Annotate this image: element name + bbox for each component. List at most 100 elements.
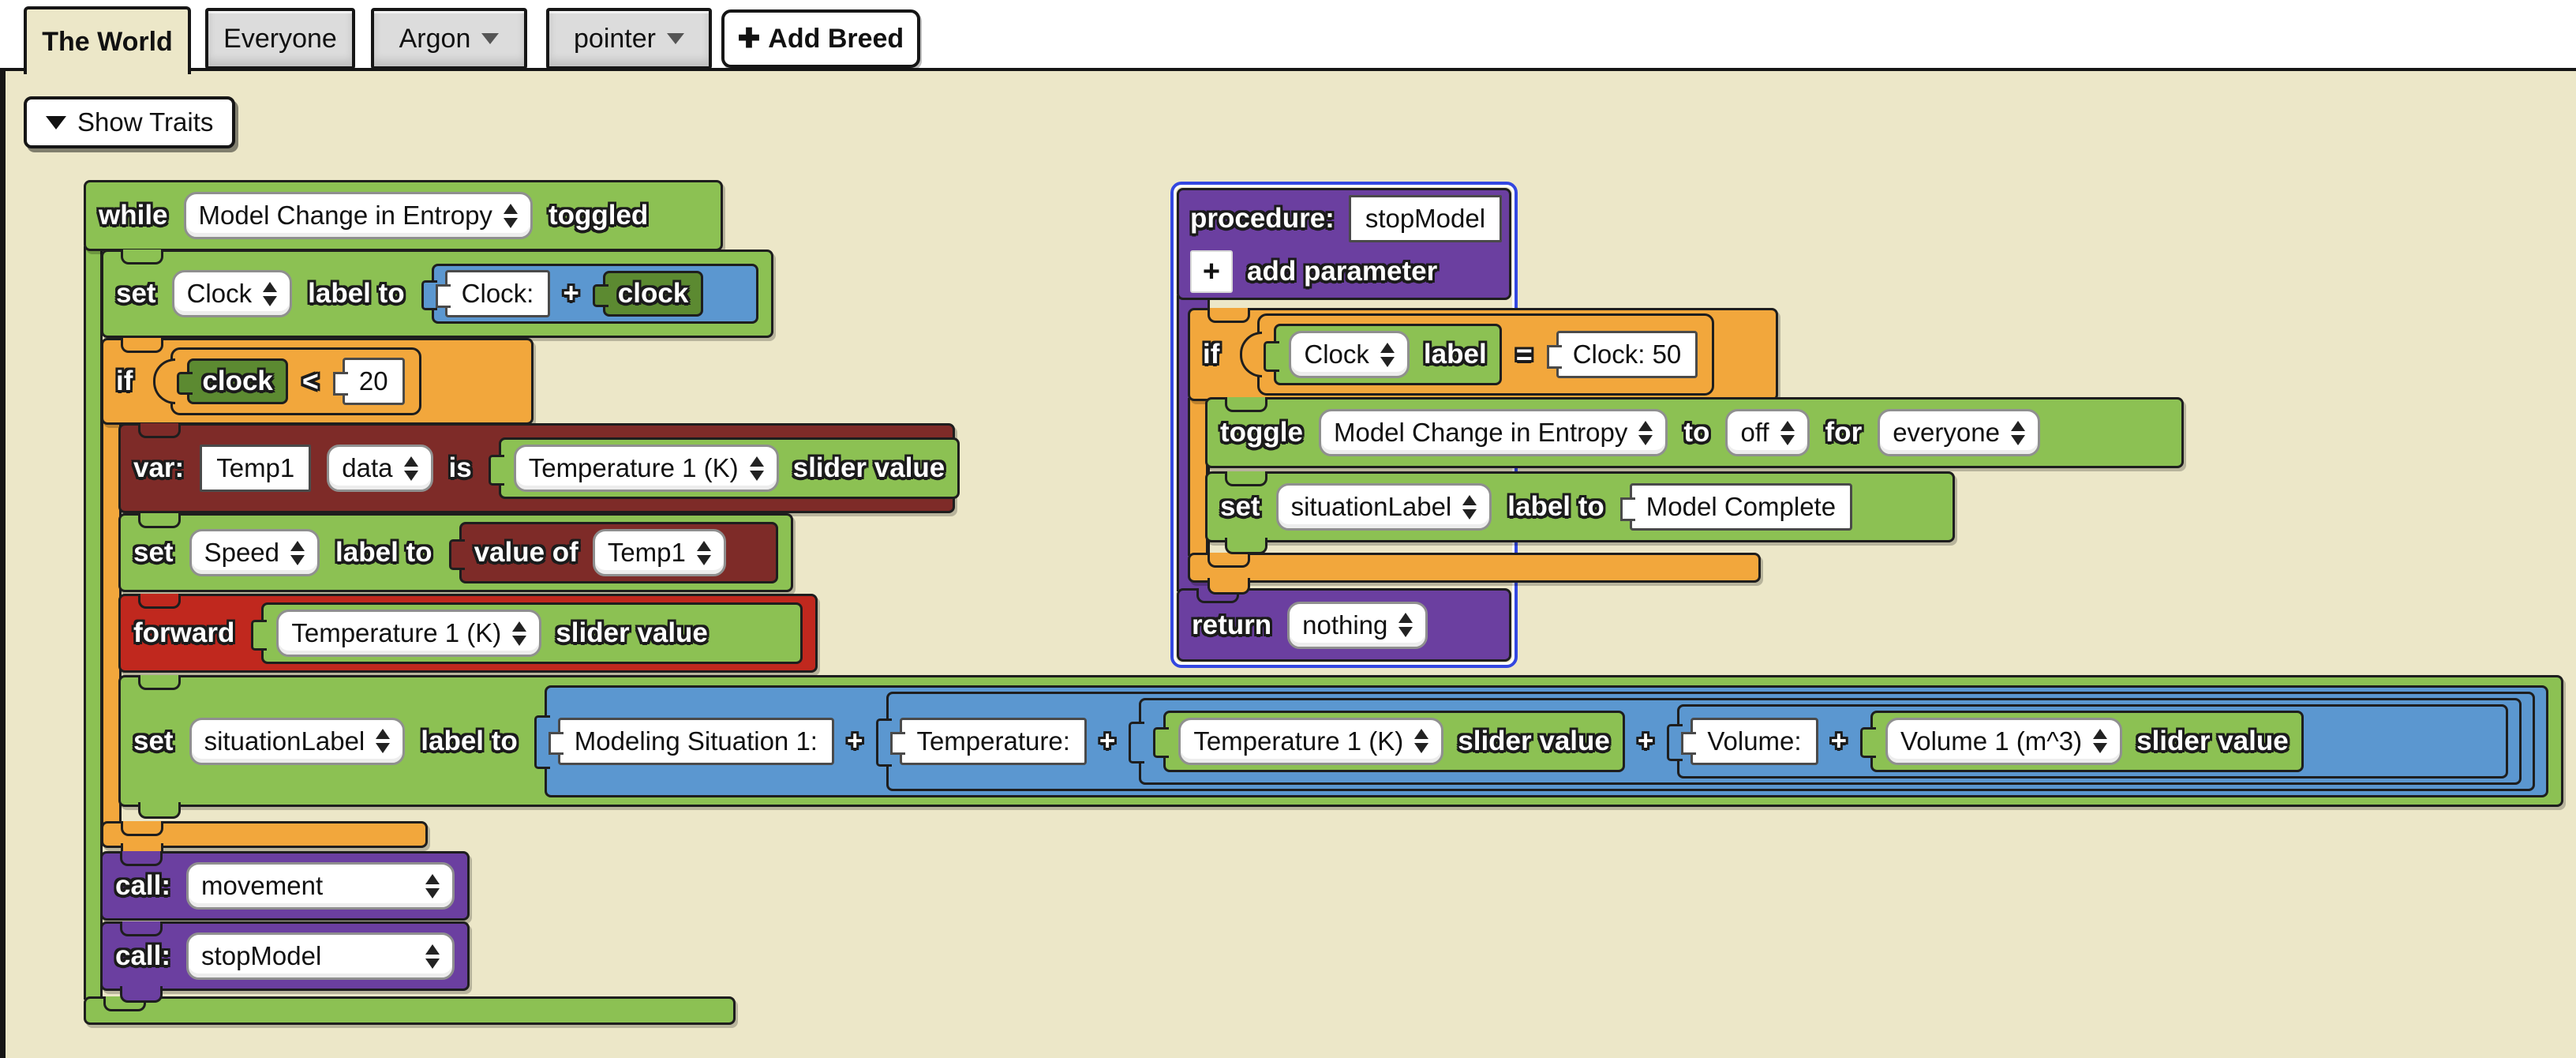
variable-type-value: data xyxy=(342,453,393,482)
label-keyword: label xyxy=(1423,339,1487,370)
call-procedure-value: movement xyxy=(201,871,324,900)
tab-everyone[interactable]: Everyone xyxy=(205,8,355,69)
show-traits-button[interactable]: Show Traits xyxy=(24,96,236,148)
situation-label-value: situationLabel xyxy=(1290,492,1452,521)
toggle-who-value: everyone xyxy=(1893,418,2000,447)
if-condition-socket[interactable]: Clock label = Clock: 50 xyxy=(1257,313,1715,396)
temperature-text-input[interactable]: Temperature: xyxy=(890,717,1087,765)
call-procedure-dropdown[interactable]: movement xyxy=(186,862,455,910)
set-clock-block[interactable]: set Clock label to Clock: + clock xyxy=(101,249,773,338)
join-block-volume[interactable]: Volume: + Volume 1 (m^3) slider value xyxy=(1667,703,2508,778)
situation-label-dropdown[interactable]: situationLabel xyxy=(1275,483,1492,531)
while-block-header[interactable]: while Model Change in Entropy toggled xyxy=(84,180,723,251)
call-procedure-dropdown[interactable]: stopModel xyxy=(186,932,455,980)
updown-arrow-icon xyxy=(290,540,305,565)
chevron-down-icon[interactable] xyxy=(481,33,500,44)
slider-value-block[interactable]: Volume 1 (m^3) slider value xyxy=(1860,710,2304,772)
join-block-outer[interactable]: Modeling Situation 1: + Temperature: + T… xyxy=(534,685,2548,797)
updown-arrow-icon xyxy=(263,281,278,306)
trait-label-block[interactable]: Clock label xyxy=(1264,324,1502,385)
value-of-keyword: value of xyxy=(474,537,578,568)
procedure-name-input[interactable]: stopModel xyxy=(1348,195,1503,242)
toggle-who-dropdown[interactable]: everyone xyxy=(1878,409,2040,456)
slider-dropdown[interactable]: Temperature 1 (K) xyxy=(1178,717,1444,765)
toggle-condition-value: Model Change in Entropy xyxy=(1333,418,1628,447)
situation-label-value: situationLabel xyxy=(204,726,365,756)
variable-name-input[interactable]: Temp1 xyxy=(200,445,312,492)
speed-trait-dropdown[interactable]: Speed xyxy=(189,529,320,576)
join-block[interactable]: Clock: + clock xyxy=(421,264,758,324)
updown-arrow-icon xyxy=(1780,420,1795,445)
set-speed-block[interactable]: set Speed label to value of Temp1 xyxy=(118,513,793,592)
set-model-complete-block[interactable]: set situationLabel label to Model Comple… xyxy=(1205,471,1955,554)
var-temp1-block[interactable]: var: Temp1 data is Temperature 1 (K) sli… xyxy=(118,423,960,513)
if-label-block-footer[interactable] xyxy=(1188,553,1761,595)
set-situation-block[interactable]: set situationLabel label to Modeling Sit… xyxy=(118,675,2563,819)
tab-pointer[interactable]: pointer xyxy=(546,8,712,69)
tab-argon-label: Argon xyxy=(399,23,471,54)
label-to-keyword: label to xyxy=(421,725,518,756)
slider-dropdown[interactable]: Temperature 1 (K) xyxy=(513,445,779,492)
while-block-footer[interactable] xyxy=(84,996,736,1025)
add-parameter-button[interactable]: + xyxy=(1190,250,1233,293)
return-block[interactable]: return nothing xyxy=(1177,588,1511,662)
set-keyword: set xyxy=(116,278,156,309)
slider-dropdown[interactable]: Volume 1 (m^3) xyxy=(1885,717,2123,765)
tab-everyone-label: Everyone xyxy=(223,23,337,54)
if-label-block-header[interactable]: if Clock label = Clock: 50 xyxy=(1188,308,1778,401)
slider-value-block[interactable]: Temperature 1 (K) slider value xyxy=(251,602,803,664)
var-keyword: var: xyxy=(133,452,185,483)
procedure-block-header[interactable]: procedure: stopModel + add parameter xyxy=(1177,188,1511,300)
slider-dropdown[interactable]: Temperature 1 (K) xyxy=(276,610,542,657)
show-traits-label: Show Traits xyxy=(77,107,214,137)
situation-label-dropdown[interactable]: situationLabel xyxy=(189,717,406,765)
join-block-temp-slider[interactable]: Temperature 1 (K) slider value + Volume:… xyxy=(1129,697,2522,785)
toggle-keyword: toggle xyxy=(1220,417,1303,448)
forward-keyword: forward xyxy=(133,617,235,648)
model-complete-text-input[interactable]: Model Complete xyxy=(1619,483,1853,531)
procedure-keyword: procedure: xyxy=(1190,203,1335,234)
slider-name-value: Temperature 1 (K) xyxy=(291,618,502,647)
slider-value-block[interactable]: Temperature 1 (K) slider value xyxy=(488,437,960,499)
trait-value: Clock xyxy=(1304,340,1369,369)
toggle-condition-dropdown[interactable]: Model Change in Entropy xyxy=(1318,409,1668,456)
toggle-block[interactable]: toggle Model Change in Entropy to off fo… xyxy=(1205,397,2184,468)
value-of-block[interactable]: value of Temp1 xyxy=(448,522,778,583)
clock-text-input[interactable]: Clock: xyxy=(435,270,551,317)
slider-value-keyword: slider value xyxy=(792,452,945,483)
value-of-variable-dropdown[interactable]: Temp1 xyxy=(592,529,726,576)
trait-dropdown[interactable]: Clock xyxy=(1289,331,1410,378)
toggle-state-value: off xyxy=(1740,418,1769,447)
clock-variable-block[interactable]: clock xyxy=(177,358,288,404)
call-stopmodel-block[interactable]: call: stopModel xyxy=(100,921,470,1003)
updown-arrow-icon xyxy=(1380,342,1395,367)
if-condition-socket[interactable]: clock < 20 xyxy=(170,347,421,415)
slider-name-value: Temperature 1 (K) xyxy=(1193,726,1404,756)
variable-type-dropdown[interactable]: data xyxy=(327,445,433,492)
while-condition-dropdown[interactable]: Model Change in Entropy xyxy=(183,192,533,239)
if-clock-block-footer[interactable] xyxy=(101,821,428,860)
set-keyword: set xyxy=(1220,491,1260,522)
clock-variable-block[interactable]: clock xyxy=(592,271,704,317)
tab-the-world-label: The World xyxy=(42,26,173,57)
situation-text-input[interactable]: Modeling Situation 1: xyxy=(548,717,834,765)
updown-arrow-icon xyxy=(425,944,440,969)
slider-value-block[interactable]: Temperature 1 (K) slider value xyxy=(1153,710,1625,772)
tab-argon[interactable]: Argon xyxy=(371,8,527,69)
add-breed-button[interactable]: ✚ Add Breed xyxy=(721,9,920,68)
tab-the-world[interactable]: The World xyxy=(24,6,191,74)
volume-text-input[interactable]: Volume: xyxy=(1681,717,1818,765)
compare-value-input[interactable]: Clock: 50 xyxy=(1546,331,1698,378)
if-clock-block-header[interactable]: if clock < 20 xyxy=(101,338,534,425)
compare-value-input[interactable]: 20 xyxy=(332,358,405,405)
while-toggled-keyword: toggled xyxy=(548,200,649,231)
call-movement-block[interactable]: call: movement xyxy=(100,851,470,921)
triangle-down-icon xyxy=(46,115,66,129)
forward-block[interactable]: forward Temperature 1 (K) slider value xyxy=(118,594,818,673)
chevron-down-icon[interactable] xyxy=(666,33,684,44)
clock-trait-dropdown[interactable]: Clock xyxy=(171,270,293,317)
join-block-temperature[interactable]: Temperature: + Temperature 1 (K) slider … xyxy=(876,691,2535,791)
updown-arrow-icon xyxy=(512,621,527,646)
toggle-state-dropdown[interactable]: off xyxy=(1725,409,1810,456)
return-value-dropdown[interactable]: nothing xyxy=(1287,601,1428,649)
